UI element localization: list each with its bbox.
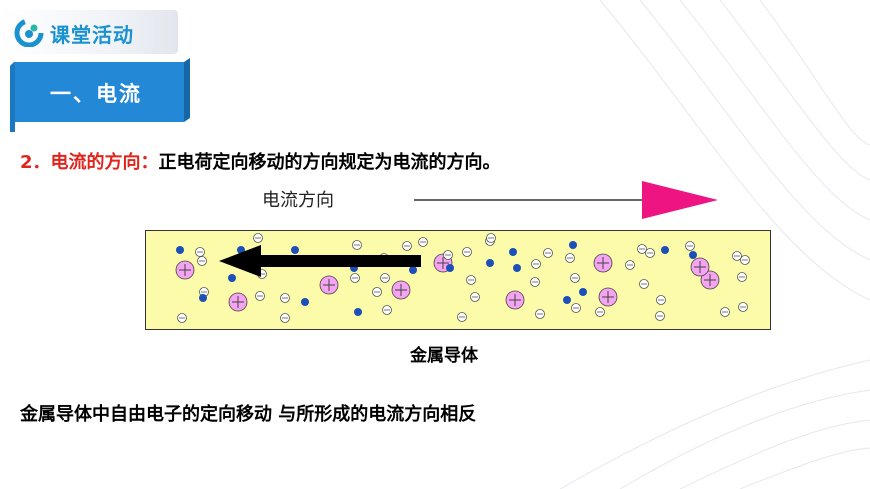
free-electron bbox=[352, 240, 362, 250]
free-electron bbox=[350, 273, 360, 283]
point-number: 2． bbox=[20, 152, 51, 173]
conclusion-text: 金属导体中自由电子的定向移动 与所形成的电流方向相反 bbox=[20, 404, 477, 425]
free-electron bbox=[530, 277, 540, 287]
header-title: 课堂活动 bbox=[50, 23, 134, 47]
blue-particle bbox=[354, 308, 362, 316]
free-electron bbox=[418, 237, 428, 247]
free-electron bbox=[255, 291, 265, 301]
blue-particle bbox=[301, 298, 309, 306]
circular-logo-icon bbox=[14, 19, 44, 47]
free-electron bbox=[565, 253, 575, 263]
free-electron bbox=[177, 313, 187, 323]
free-electron bbox=[197, 256, 207, 266]
free-electron bbox=[737, 272, 747, 282]
free-electron bbox=[595, 307, 605, 317]
free-electron bbox=[380, 273, 390, 283]
positive-ion bbox=[175, 260, 195, 280]
free-electron bbox=[470, 292, 480, 302]
positive-ion bbox=[319, 275, 339, 295]
free-electron bbox=[372, 287, 382, 297]
free-electron bbox=[253, 233, 263, 243]
free-electron bbox=[535, 309, 545, 319]
blue-particle bbox=[513, 264, 521, 272]
free-electron bbox=[382, 305, 392, 315]
electron-flow-arrow bbox=[219, 245, 421, 277]
free-electron bbox=[570, 273, 580, 283]
positive-ion bbox=[228, 292, 248, 312]
free-electron bbox=[645, 248, 655, 258]
blue-particle bbox=[579, 288, 587, 296]
free-electron bbox=[466, 275, 476, 285]
free-electron bbox=[738, 302, 748, 312]
free-electron bbox=[656, 295, 666, 305]
free-electron bbox=[639, 279, 649, 289]
positive-ion bbox=[690, 257, 710, 277]
point-label: 电流的方向： bbox=[50, 152, 159, 173]
blue-particle bbox=[409, 266, 417, 274]
blue-particle bbox=[228, 274, 236, 282]
free-electron bbox=[732, 251, 742, 261]
free-electron bbox=[195, 247, 205, 257]
blue-particle bbox=[563, 296, 571, 304]
positive-ion bbox=[700, 270, 720, 290]
current-direction-arrow bbox=[414, 181, 718, 219]
free-electron bbox=[685, 241, 695, 251]
current-direction-label: 电流方向 bbox=[262, 190, 334, 211]
free-electron bbox=[543, 248, 553, 258]
conductor-label: 金属导体 bbox=[410, 346, 478, 366]
free-electron bbox=[443, 250, 453, 260]
free-electron bbox=[740, 255, 750, 265]
blue-particle bbox=[176, 246, 184, 254]
free-electron bbox=[280, 293, 290, 303]
free-electron bbox=[402, 241, 412, 251]
free-electron bbox=[571, 303, 581, 313]
metal-conductor-diagram bbox=[145, 230, 771, 330]
free-electron bbox=[637, 244, 647, 254]
blue-particle bbox=[661, 246, 669, 254]
positive-ion bbox=[391, 280, 411, 300]
free-electron bbox=[655, 311, 665, 321]
section-banner bbox=[10, 58, 190, 132]
blue-particle bbox=[486, 259, 494, 267]
free-electron bbox=[625, 260, 635, 270]
blue-particle bbox=[689, 251, 697, 259]
blue-particle bbox=[446, 264, 454, 272]
free-electron bbox=[280, 313, 290, 323]
section-title: 一、电流 bbox=[50, 82, 142, 106]
positive-ion bbox=[593, 253, 613, 273]
free-electron bbox=[720, 307, 730, 317]
blue-particle bbox=[199, 294, 207, 302]
positive-ion bbox=[598, 287, 618, 307]
free-electron bbox=[462, 247, 472, 257]
positive-ion bbox=[505, 290, 525, 310]
blue-particle bbox=[509, 248, 517, 256]
current-direction-definition: 2．电流的方向：正电荷定向移动的方向规定为电流的方向。 bbox=[20, 148, 501, 174]
free-electron bbox=[531, 259, 541, 269]
point-text: 正电荷定向移动的方向规定为电流的方向。 bbox=[158, 152, 501, 173]
free-electron bbox=[486, 233, 496, 243]
blue-particle bbox=[569, 241, 577, 249]
free-electron bbox=[457, 312, 467, 322]
blue-particle bbox=[291, 246, 299, 254]
